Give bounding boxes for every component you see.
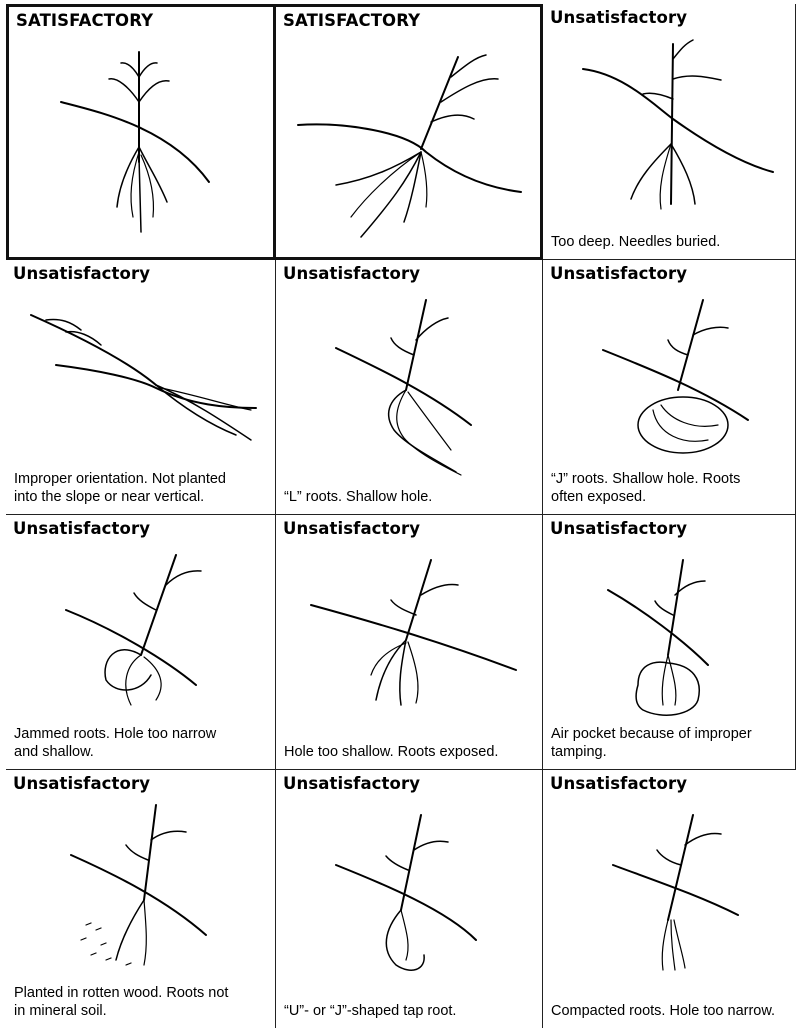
panel-caption: “U”- or “J”-shaped tap root. (284, 1002, 538, 1020)
panel-caption: Planted in rotten wood. Roots not in min… (14, 984, 271, 1020)
panel-jammed-roots: Unsatisfactory Jammed roots. Hole too na… (6, 515, 276, 770)
seedling-illustration (9, 7, 273, 257)
panel-rotten-wood: Unsatisfactory Planted in rotten wood. R… (6, 770, 276, 1028)
panel-air-pocket: Unsatisfactory Air pocket because of imp… (543, 515, 796, 770)
seedling-illustration (276, 515, 543, 715)
seedling-illustration (276, 7, 540, 257)
panel-caption: Compacted roots. Hole too narrow. (551, 1002, 792, 1020)
panel-too-deep: Unsatisfactory Too deep. Needles buried. (543, 4, 796, 260)
panel-too-shallow: Unsatisfactory Hole too shallow. Roots e… (276, 515, 543, 770)
seedling-illustration (276, 770, 543, 980)
panel-l-roots: Unsatisfactory “L” roots. Shallow hole. (276, 260, 543, 515)
panel-caption: Air pocket because of improper tamping. (551, 725, 791, 761)
panel-u-j-tap-root: Unsatisfactory “U”- or “J”-shaped tap ro… (276, 770, 543, 1028)
seedling-illustration (6, 515, 276, 715)
seedling-illustration (6, 770, 276, 980)
panel-caption: Hole too shallow. Roots exposed. (284, 743, 538, 761)
panel-caption: Too deep. Needles buried. (551, 233, 791, 251)
seedling-illustration (543, 770, 796, 980)
panel-compacted-roots: Unsatisfactory Compacted roots. Hole too… (543, 770, 796, 1028)
seedling-illustration (6, 260, 276, 460)
seedling-illustration (543, 260, 796, 460)
seedling-illustration (543, 4, 796, 214)
panel-j-roots: Unsatisfactory “J” roots. Shallow hole. … (543, 260, 796, 515)
seedling-illustration (543, 515, 796, 725)
panel-improper-orientation: Unsatisfactory Improper orientation. Not… (6, 260, 276, 515)
panel-satisfactory-1: SATISFACTORY (6, 4, 276, 260)
panel-caption: “J” roots. Shallow hole. Roots often exp… (551, 470, 791, 506)
panel-caption: Improper orientation. Not planted into t… (14, 470, 271, 506)
panel-caption: Jammed roots. Hole too narrow and shallo… (14, 725, 271, 761)
seedling-illustration (276, 260, 543, 470)
panel-satisfactory-2: SATISFACTORY (273, 4, 543, 260)
panel-caption: “L” roots. Shallow hole. (284, 488, 538, 506)
